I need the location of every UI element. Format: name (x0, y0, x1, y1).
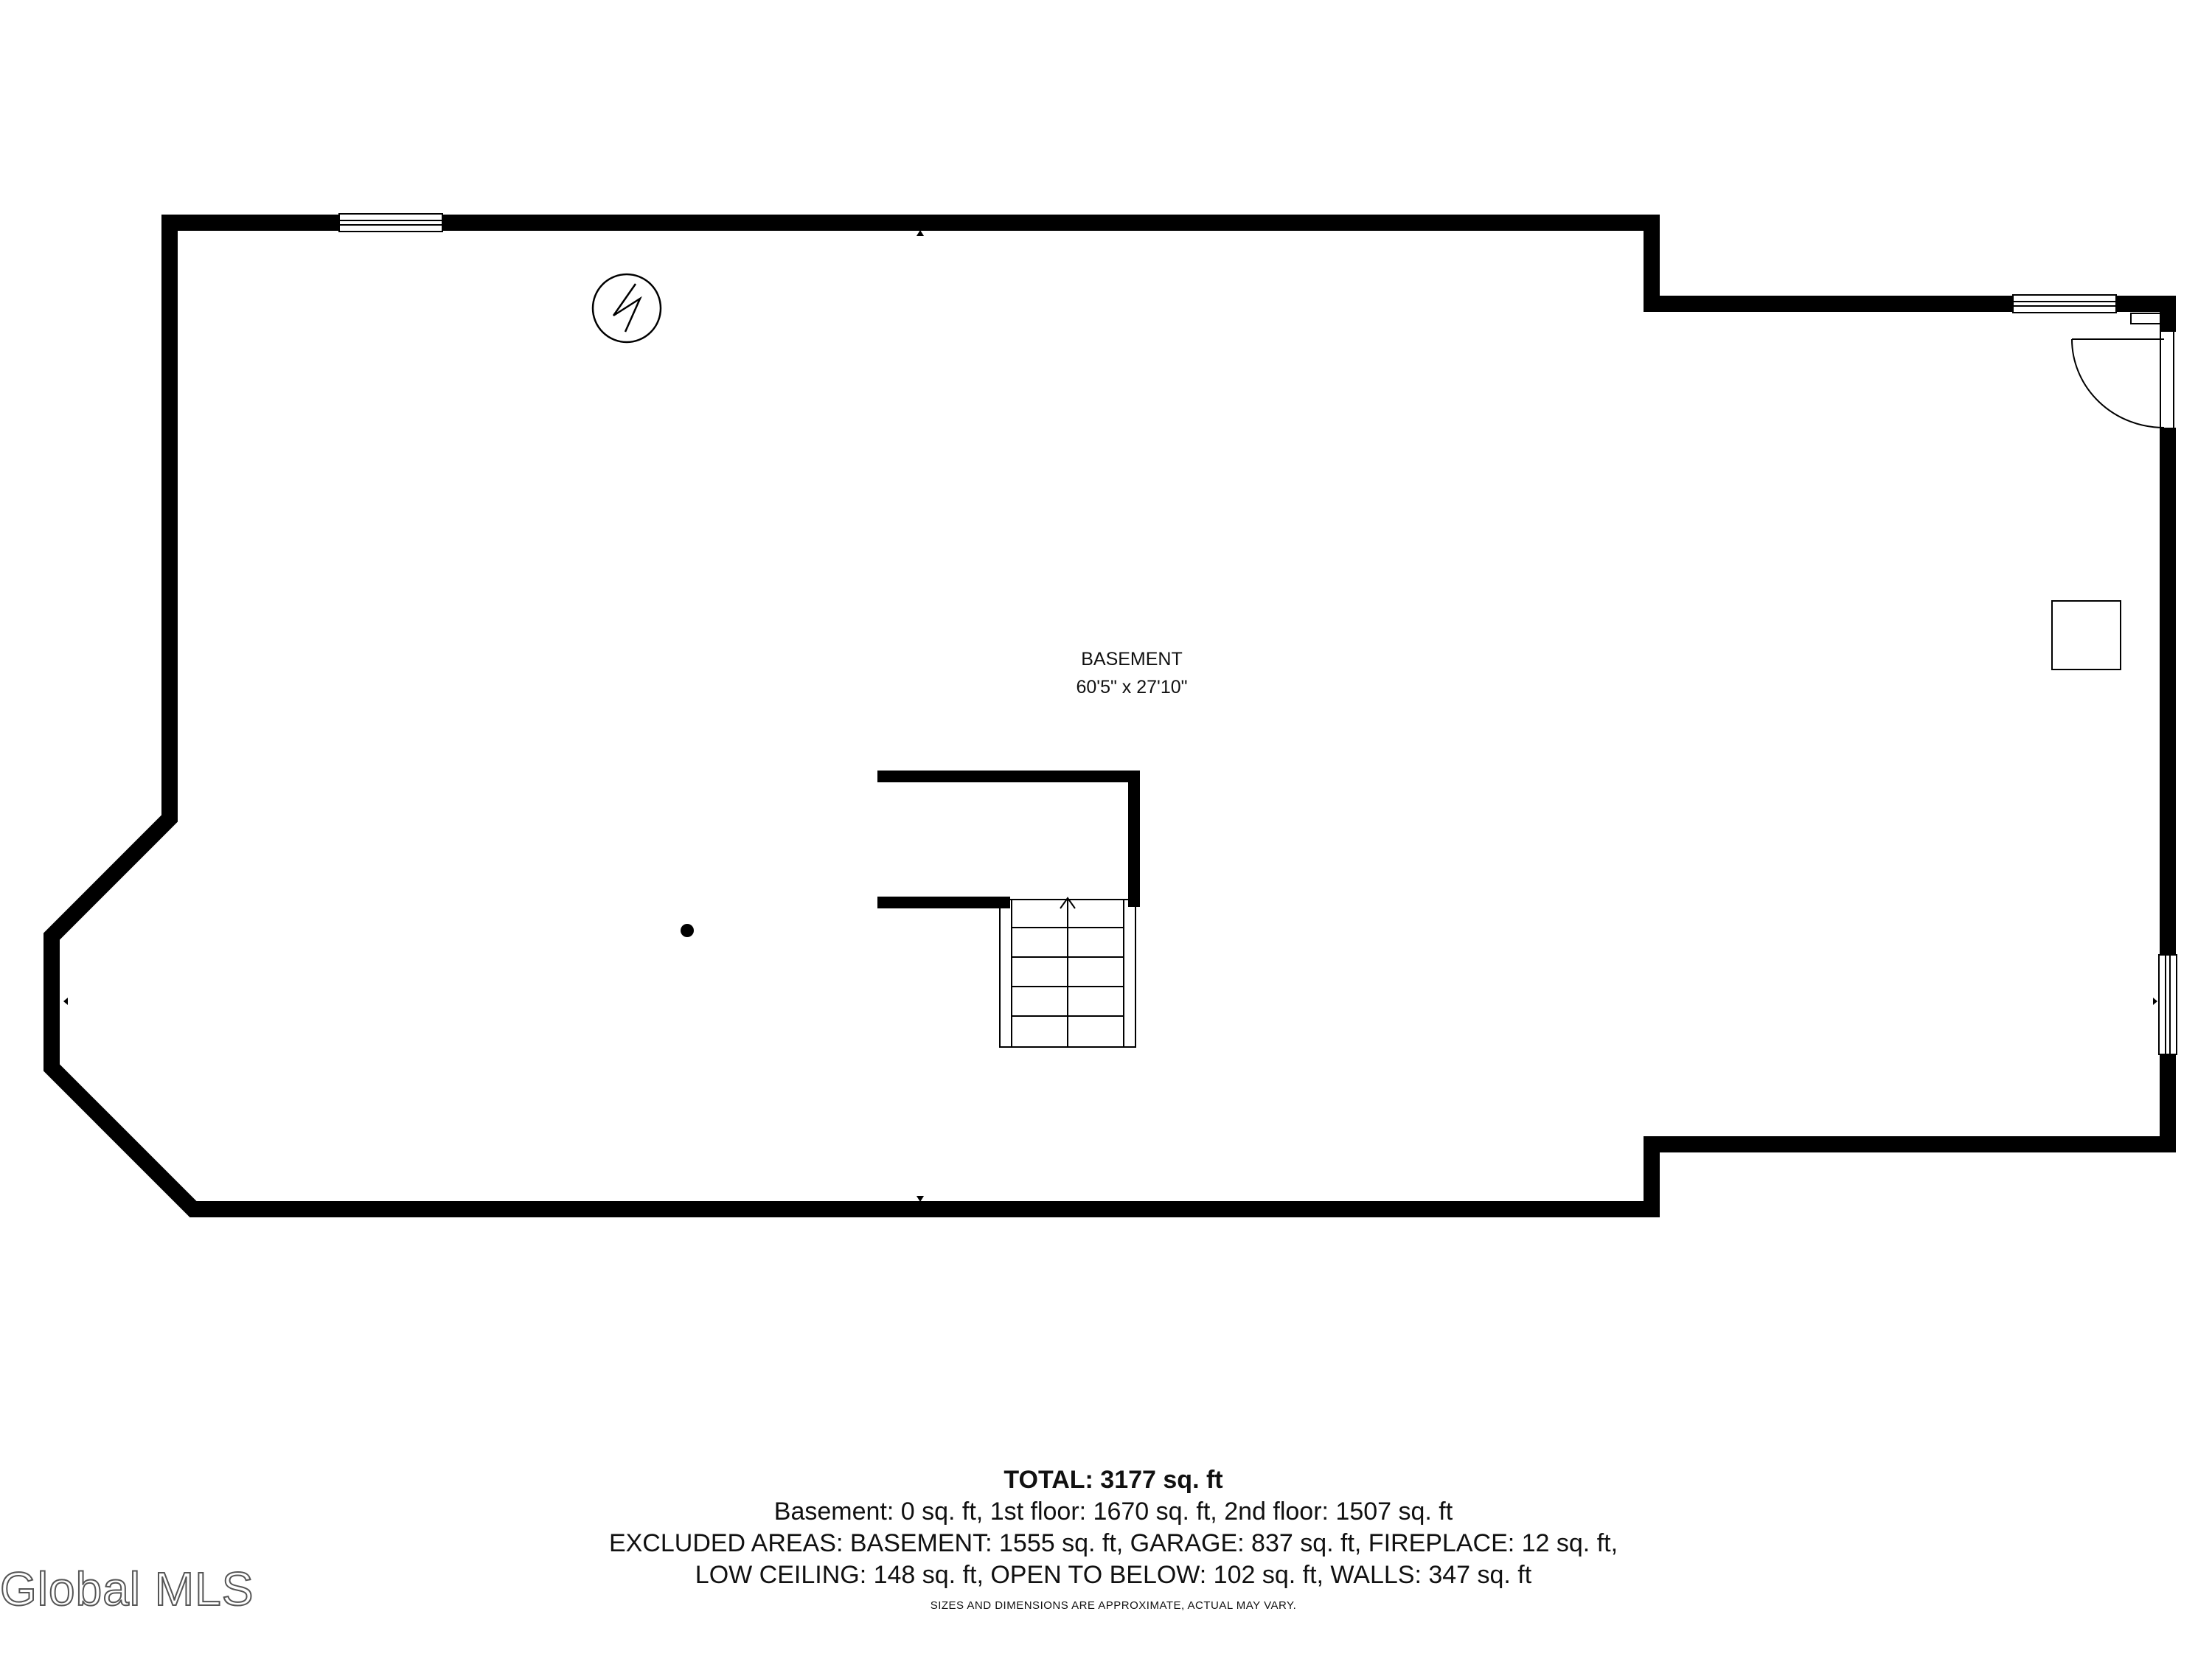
exterior-wall (44, 215, 2176, 1217)
dimension-marker (917, 1196, 924, 1202)
dimension-marker (63, 998, 68, 1005)
window-icon (2012, 294, 2117, 313)
dimension-marker (2153, 998, 2157, 1005)
excluded-areas-continued: LOW CEILING: 148 sq. ft, OPEN TO BELOW: … (695, 1561, 1532, 1589)
window-icon (338, 213, 443, 232)
door-swing-icon (2071, 313, 2178, 428)
dimension-marker (917, 230, 924, 236)
window-icon (2158, 954, 2177, 1055)
room-dimensions: 60'5" x 27'10" (1076, 677, 1188, 698)
disclaimer: SIZES AND DIMENSIONS ARE APPROXIMATE, AC… (930, 1599, 1297, 1612)
excluded-areas: EXCLUDED AREAS: BASEMENT: 1555 sq. ft, G… (608, 1529, 1618, 1557)
floor-areas: Basement: 0 sq. ft, 1st floor: 1670 sq. … (773, 1498, 1453, 1526)
staircase-icon (999, 897, 1136, 1048)
electrical-panel-icon (591, 273, 662, 344)
watermark-logo: Global MLS (0, 1562, 254, 1616)
room-name: BASEMENT (1081, 649, 1183, 669)
support-post-icon (681, 924, 694, 937)
total-area: TOTAL: 3177 sq. ft (1004, 1466, 1223, 1494)
room-label: BASEMENT 60'5" x 27'10" (1021, 645, 1242, 701)
area-summary: TOTAL: 3177 sq. ft Basement: 0 sq. ft, 1… (442, 1464, 1784, 1621)
utility-fixture (2051, 600, 2121, 670)
interior-wall (877, 771, 1140, 908)
